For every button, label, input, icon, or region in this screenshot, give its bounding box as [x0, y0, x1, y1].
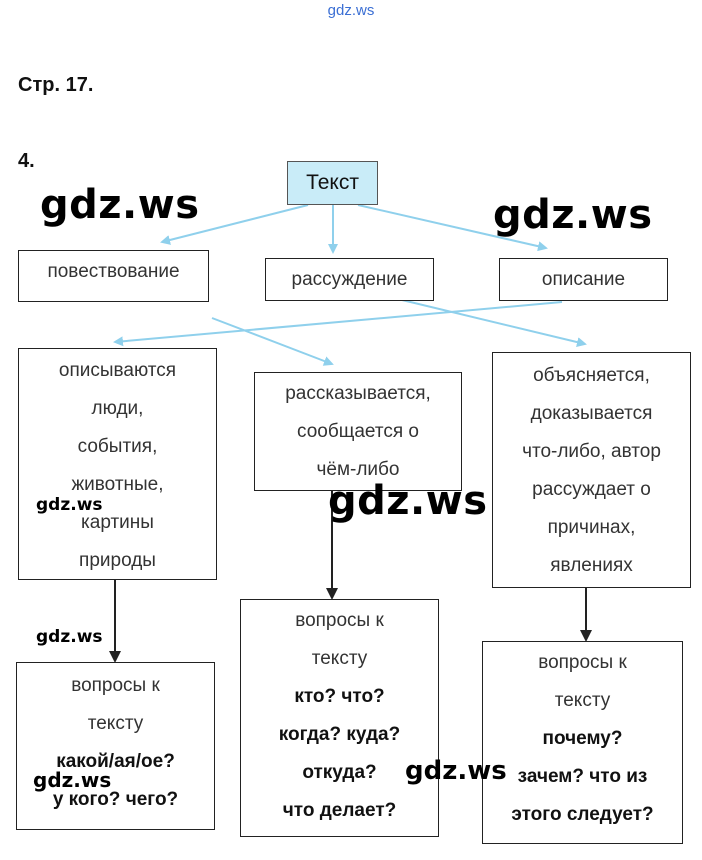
description-line: явлениях [550, 555, 633, 576]
description-line: люди, [91, 398, 144, 419]
question-item: кто? что? [294, 686, 385, 707]
watermark-large: gdz.ws [328, 478, 488, 524]
description-line: чём-либо [316, 459, 400, 480]
description-line: описываются [58, 360, 177, 381]
arrow-narration-to-middle-desc [211, 317, 334, 366]
questions-heading: тексту [554, 690, 611, 711]
question-item: зачем? что из [517, 766, 648, 787]
questions-heading: вопросы к [295, 610, 384, 631]
description-line: природы [79, 550, 156, 571]
watermark-medium: gdz.ws [405, 756, 507, 786]
question-item: у кого? чего? [52, 789, 179, 810]
questions-heading: вопросы к [71, 675, 160, 696]
description-line: сообщается о [297, 421, 419, 442]
question-item: когда? куда? [278, 724, 401, 745]
description-middle: рассказывается, сообщается о чём-либо [254, 372, 462, 491]
questions-left: вопросы к тексту какой/ая/ое? у кого? че… [16, 662, 215, 830]
questions-heading: тексту [311, 648, 368, 669]
question-item: почему? [542, 728, 623, 749]
questions-right: вопросы к тексту почему? зачем? что из э… [482, 641, 683, 844]
header-watermark: gdz.ws [327, 2, 375, 19]
arrow-root-to-description [357, 204, 548, 252]
question-item: какой/ая/ое? [56, 751, 175, 772]
question-item: что делает? [282, 800, 397, 821]
description-line: причинах, [547, 517, 636, 538]
question-item: этого следует? [511, 804, 654, 825]
questions-middle: вопросы к тексту кто? что? когда? куда? … [240, 599, 439, 837]
description-line: животные, [71, 474, 164, 495]
questions-heading: тексту [87, 713, 144, 734]
questions-heading: вопросы к [538, 652, 627, 673]
type-description: описание [499, 258, 668, 301]
arrow-root-to-narration [160, 204, 309, 245]
description-line: объясняется, [533, 365, 650, 386]
page-reference: Стр. 17. [18, 74, 94, 96]
watermark-large: gdz.ws [40, 182, 200, 228]
watermark-small: gdz.ws [36, 627, 103, 647]
description-line: рассуждает о [532, 479, 651, 500]
task-number: 4. [18, 150, 35, 172]
description-line: доказывается [530, 403, 653, 424]
description-right: объясняется, доказывается что-либо, авто… [492, 352, 691, 588]
description-line: картины [81, 512, 154, 533]
description-line: что-либо, автор [522, 441, 661, 462]
description-line: рассказывается, [285, 383, 431, 404]
type-narration: повествование [18, 250, 209, 302]
arrow-description-to-left-desc [113, 301, 563, 347]
description-line: события, [77, 436, 158, 457]
description-left: описываются люди, события, животные, кар… [18, 348, 217, 580]
type-reasoning: рассуждение [265, 258, 434, 301]
question-item: откуда? [302, 762, 377, 783]
watermark-small: gdz.ws [36, 495, 103, 515]
watermark-small: gdz.ws [33, 768, 112, 792]
root-node-text: Текст [287, 161, 378, 205]
arrow-reasoning-to-right-desc [401, 299, 587, 347]
watermark-large: gdz.ws [493, 192, 653, 238]
